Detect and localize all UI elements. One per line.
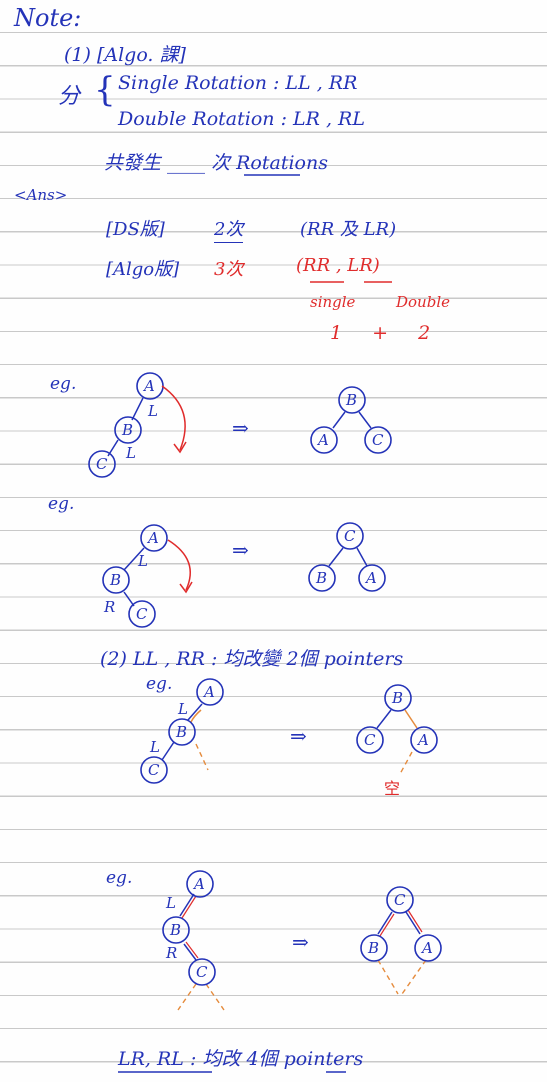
svg-text:A: A	[202, 683, 215, 701]
svg-text:L: L	[177, 700, 188, 718]
example2-label: eg.	[48, 494, 75, 514]
svg-text:B: B	[315, 569, 327, 587]
svg-text:A: A	[364, 569, 377, 587]
tree-node-b	[114, 416, 142, 444]
svg-text:C: C	[148, 761, 160, 779]
svg-text:A: A	[146, 529, 159, 547]
svg-text:C: C	[364, 731, 376, 749]
example4-label: eg.	[106, 868, 133, 888]
double-word: Double	[396, 293, 450, 311]
edge-label-l: L	[125, 444, 136, 462]
example4-after-tree: C B A	[360, 886, 442, 995]
svg-text:B: B	[169, 921, 181, 939]
transform-arrow-3: ⇒	[290, 724, 307, 748]
svg-text:R: R	[165, 944, 177, 962]
example2-before-tree: A B C L R	[102, 524, 193, 628]
svg-text:L: L	[137, 552, 148, 570]
svg-text:C: C	[136, 605, 148, 623]
svg-text:A: A	[192, 875, 205, 893]
single-rotation-line: Single Rotation : LL , RR	[118, 72, 358, 94]
svg-text:C: C	[394, 891, 406, 909]
svg-text:L: L	[165, 894, 176, 912]
node-label-c: C	[96, 455, 108, 473]
section1-label: (1) [Algo. 課]	[64, 44, 186, 66]
example1-before-tree: A B C L L	[88, 372, 187, 478]
node-label-b: B	[121, 421, 133, 439]
ds-version-count: 2次	[214, 215, 244, 243]
example3-label: eg.	[146, 674, 173, 694]
transform-arrow-1: ⇒	[232, 416, 249, 440]
transform-arrow-2: ⇒	[232, 538, 249, 562]
double-rotation-line: Double Rotation : LR , RL	[118, 108, 365, 130]
empty-label: 空	[384, 779, 400, 798]
algo-version-detail: (RR , LR)	[296, 255, 380, 276]
example1-label: eg.	[50, 374, 77, 394]
svg-text:A: A	[416, 731, 429, 749]
svg-text:C: C	[196, 963, 208, 981]
tree-node-c	[88, 450, 116, 478]
algo-version-count: 3次	[214, 259, 244, 280]
ans-label: <Ans>	[14, 186, 68, 204]
svg-text:B: B	[391, 689, 403, 707]
count-sum: 1 + 2	[330, 322, 443, 344]
algo-version-label: [Algo版]	[106, 259, 180, 280]
example1-after-tree: B A C	[310, 386, 392, 454]
svg-text:C: C	[372, 431, 384, 449]
node-label-a: A	[142, 377, 155, 395]
example4-before-tree: A B C L R	[162, 870, 225, 1011]
note-heading: Note:	[14, 4, 82, 32]
svg-text:A: A	[420, 939, 433, 957]
svg-text:L: L	[149, 738, 160, 756]
svg-text:C: C	[344, 527, 356, 545]
svg-text:R: R	[103, 598, 115, 616]
svg-text:A: A	[316, 431, 329, 449]
single-word: single	[310, 293, 356, 311]
svg-text:B: B	[345, 391, 357, 409]
example3-before-tree: A B C L L	[140, 678, 224, 784]
svg-text:B: B	[175, 723, 187, 741]
edge-label-l: L	[147, 402, 158, 420]
section2-footer: LR, RL : 均改 4個 pointers	[118, 1048, 364, 1070]
example3-after-tree: B C A 空	[356, 684, 438, 798]
svg-text:B: B	[367, 939, 379, 957]
svg-text:B: B	[109, 571, 121, 589]
fen-label: 分	[58, 84, 81, 109]
ds-version-detail: (RR 及 LR)	[300, 219, 397, 240]
brace-icon: {	[94, 70, 116, 110]
transform-arrow-4: ⇒	[292, 930, 309, 954]
section2-line: (2) LL , RR : 均改變 2個 pointers	[100, 648, 404, 670]
ds-version-label: [DS版]	[106, 219, 165, 240]
rotations-question: 共發生 ____ 次 Rotations	[104, 152, 328, 174]
example2-after-tree: C B A	[308, 522, 386, 592]
